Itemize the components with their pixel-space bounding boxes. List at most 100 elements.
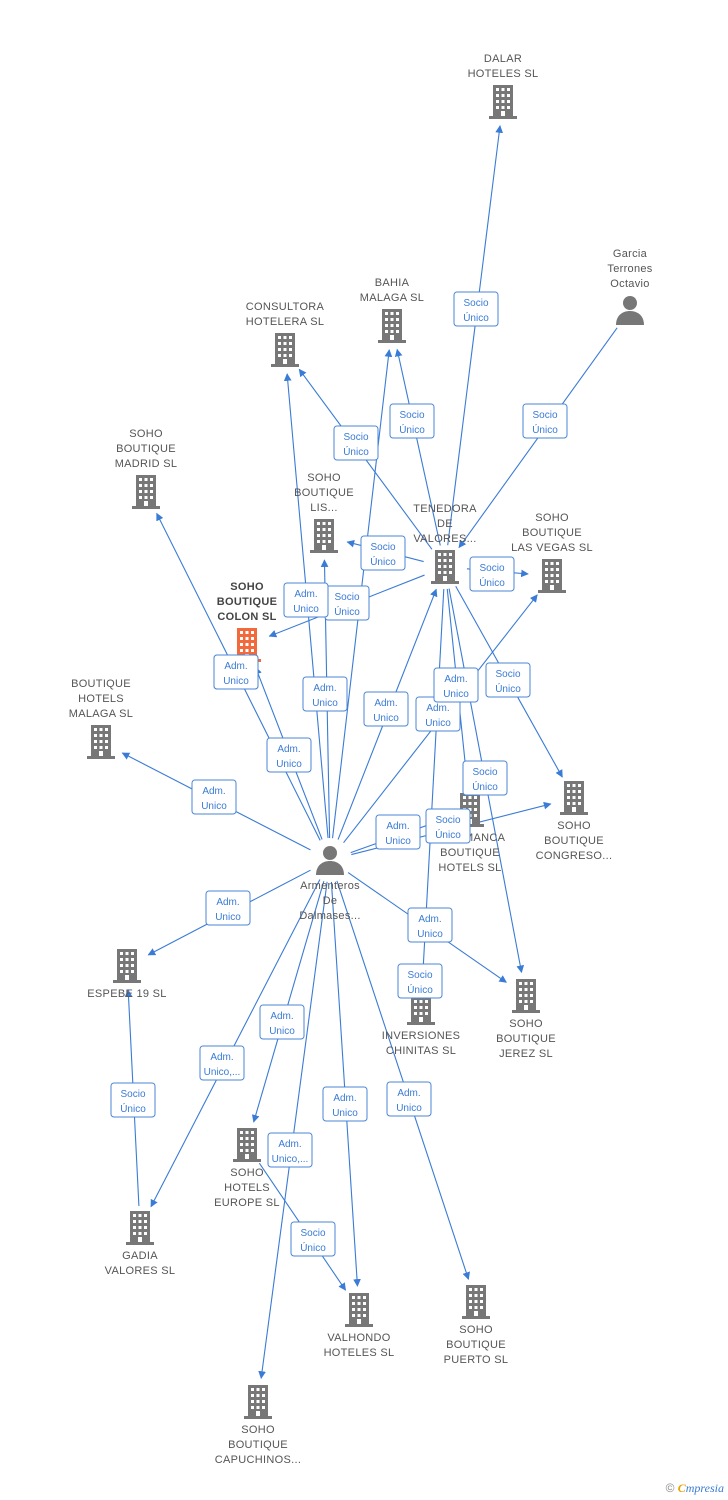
node-label: BOUTIQUE [228,1439,288,1451]
node-label: TENEDORA [413,503,477,515]
edge-label-box[interactable]: Adm. Unico [375,814,421,850]
building-icon [560,781,588,815]
edge-label-box[interactable]: Adm.Unico [302,676,348,712]
building-icon [271,333,299,367]
edge-label-text: Unico [443,689,469,700]
edge-label-frame [407,907,453,943]
edge-label-box[interactable]: Adm.Unico [266,737,312,773]
edge-armenteros-gadia [150,879,321,1208]
node-espebe[interactable]: ESPEBE 19 SL [87,949,166,1000]
edge-label-frame [191,779,237,815]
edge-label-text: Adm. [426,703,449,714]
edge-label-text: Unico [425,718,451,729]
node-label: Octavio [610,278,649,290]
edge-label-box[interactable]: Adm.Unico [386,1081,432,1117]
edge-label-box[interactable]: Adm.Unico,... [199,1045,245,1081]
edge-label-box[interactable]: Adm.Unico [283,582,329,618]
edge-label-text: Unico [417,929,443,940]
edge-label-frame [433,667,479,703]
edge-label-box[interactable]: Adm.Unico,... [267,1132,313,1168]
node-tenedora[interactable]: TENEDORADEVALORES... [413,503,477,584]
edge-label-frame [425,808,471,844]
edge-label-text: Socio [532,410,557,421]
node-label: MALAGA SL [360,292,424,304]
node-label: Armenteros [300,880,360,892]
edge-label-frame [205,890,251,926]
node-label: VALORES SL [105,1265,176,1277]
edge-label-text: Adm. [386,821,409,832]
edge-label-frame [363,691,409,727]
edge-label-box[interactable]: Adm.Unico [322,1086,368,1122]
edge-label-box[interactable]: Adm.Unico [191,779,237,815]
node-label: CONGRESO... [536,850,613,862]
edge-label-box[interactable]: Adm.Unico [213,654,259,690]
node-label: SOHO [230,1167,264,1179]
edge-label-text: Socio [334,592,359,603]
edge-label-text: Único [120,1102,146,1115]
node-label: SOHO [129,428,163,440]
edge-label-text: Adm. [202,786,225,797]
edge-label-text: Adm. [294,589,317,600]
node-label: HOTELES SL [468,68,539,80]
person-icon [616,296,644,325]
edge-label-box[interactable]: Adm.Unico [259,1004,305,1040]
edge-label-box[interactable]: Adm.Unico [205,890,251,926]
edge-label-box[interactable]: Adm.Unico [407,907,453,943]
node-lis[interactable]: SOHOBOUTIQUELIS... [294,472,354,553]
building-icon [233,1128,261,1162]
edge-label-box[interactable]: Adm. Unico [415,696,461,732]
edge-label-text: Socio [479,563,504,574]
edge-label-frame [322,1086,368,1122]
edge-label-frame [386,1081,432,1117]
building-icon [538,559,566,593]
edge-label-frame [302,676,348,712]
node-armenteros[interactable]: ArmenterosDeDalmases... [299,846,360,922]
node-label: BOUTIQUE [71,678,131,690]
empresia-footer[interactable]: © Cmpresia [666,1481,724,1496]
edge-label-frame [389,403,435,439]
node-label: SOHO [509,1018,543,1030]
edge-label-text: Adm. [397,1088,420,1099]
node-label: COLON SL [217,611,276,623]
edge-label-box[interactable]: Adm.Unico [363,691,409,727]
edge-label-frame [110,1082,156,1118]
edge-label-box[interactable]: Adm.Unico [433,667,479,703]
node-label: MADRID SL [115,458,178,470]
building-icon [512,979,540,1013]
node-capuchinos[interactable]: SOHOBOUTIQUECAPUCHINOS... [215,1385,301,1466]
edge-labels-layer: SocioÚnicoSocioÚnicoSocioÚnicoSocioÚnico… [110,291,568,1257]
edge-label-frame [485,662,531,698]
node-congreso[interactable]: SOHOBOUTIQUECONGRESO... [536,781,613,862]
edge-label-text: Unico [385,836,411,847]
edge-label-frame [522,403,568,439]
